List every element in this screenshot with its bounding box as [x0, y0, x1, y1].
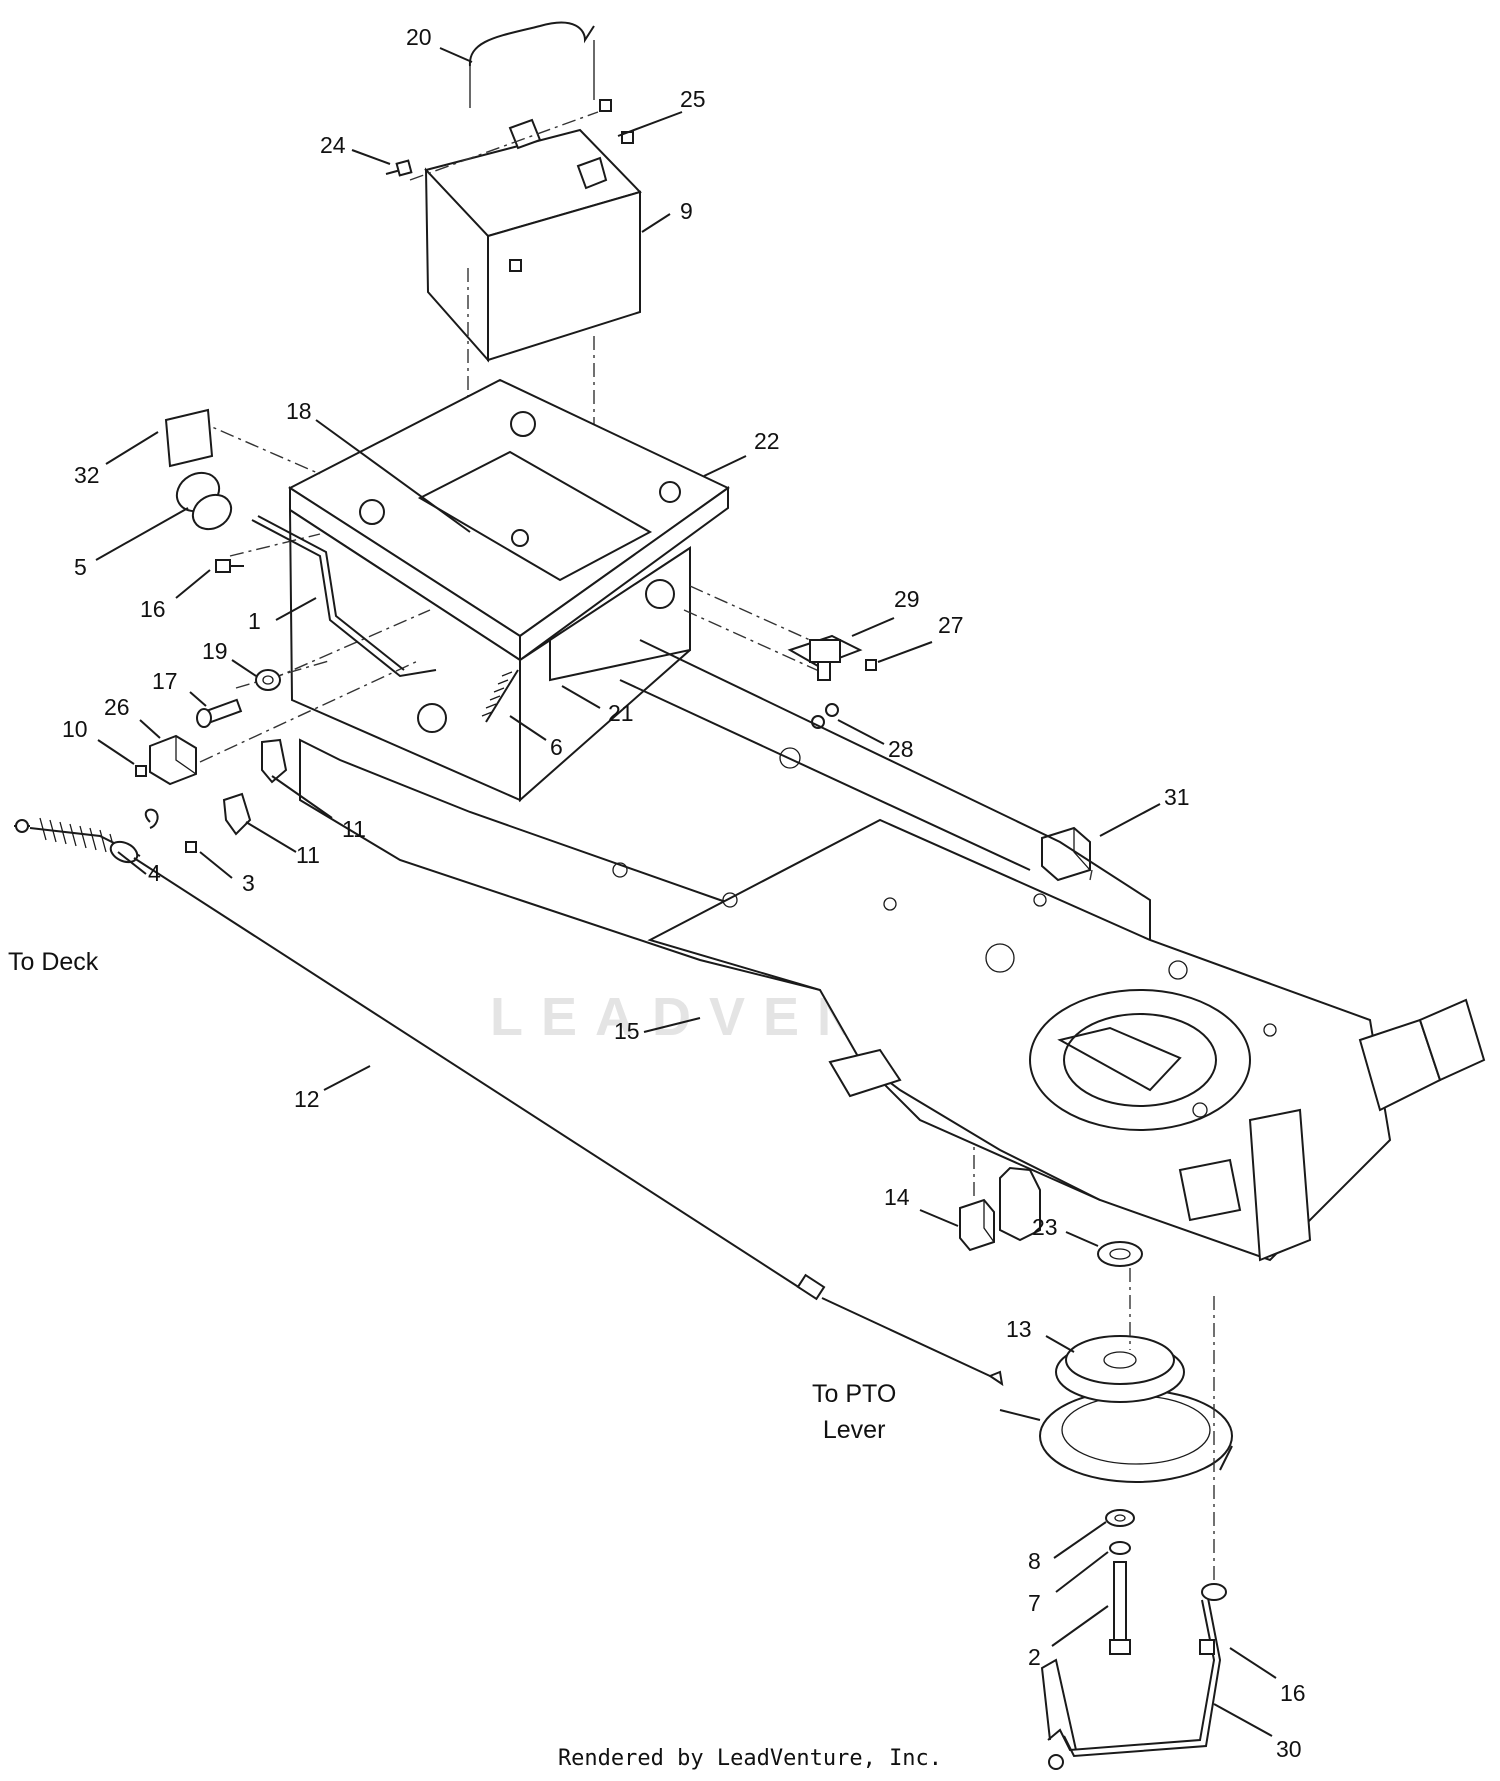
callout-15: 15 — [614, 1018, 640, 1044]
leader-lines — [95, 47, 1277, 1737]
switch-bracket — [149, 734, 197, 786]
callout-2: 2 — [1028, 1644, 1041, 1670]
callout-3: 3 — [242, 870, 255, 896]
callout-13: 13 — [1006, 1316, 1032, 1342]
callout-31: 31 — [1164, 784, 1190, 810]
callout-20: 20 — [406, 24, 432, 50]
battery-hold-down — [468, 21, 595, 67]
callout-5: 5 — [74, 554, 87, 580]
shoulder-bolt — [196, 698, 243, 728]
callout-27: 27 — [938, 612, 964, 638]
callout-18: 18 — [286, 398, 312, 424]
callout-22: 22 — [754, 428, 780, 454]
pivot-bracket — [222, 738, 288, 836]
battery-screw — [385, 99, 634, 272]
callout-7: 7 — [1028, 1590, 1041, 1616]
note-to-deck: To Deck — [8, 948, 99, 976]
screw-3 — [185, 841, 197, 853]
callout-16-lower: 16 — [1280, 1680, 1306, 1706]
screw-10 — [135, 765, 147, 777]
relay-31 — [1041, 826, 1091, 882]
footer-credit: Rendered by LeadVenture, Inc. — [557, 1746, 943, 1771]
callout-24: 24 — [320, 132, 346, 158]
bolt-upper — [215, 559, 244, 573]
callout-4: 4 — [148, 860, 161, 886]
pto-cable — [14, 817, 1004, 1387]
battery-tray — [288, 378, 730, 662]
callout-23: 23 — [1032, 1214, 1058, 1240]
callout-11-lower: 11 — [296, 842, 320, 868]
idler-arm-rod — [1040, 1583, 1227, 1770]
callout-32: 32 — [74, 462, 100, 488]
callout-21: 21 — [608, 700, 634, 726]
callout-11-upper: 11 — [342, 816, 366, 842]
cotter-pin — [144, 808, 159, 829]
callout-10: 10 — [62, 716, 88, 742]
callout-25: 25 — [680, 86, 706, 112]
pulley-assembly — [999, 1241, 1233, 1655]
callout-29: 29 — [894, 586, 920, 612]
callout-14: 14 — [884, 1184, 910, 1210]
callout-8: 8 — [1028, 1548, 1041, 1574]
note-to-pto-line1: To PTO — [812, 1380, 897, 1408]
lever-knob — [175, 471, 233, 531]
callout-30: 30 — [1276, 1736, 1302, 1762]
callout-19: 19 — [202, 638, 228, 664]
solenoid — [787, 634, 877, 729]
callout-6: 6 — [550, 734, 563, 760]
spacer — [255, 669, 281, 691]
note-to-pto-line2: Lever — [822, 1416, 886, 1445]
note-to-pto-lever: To PTO Lever — [812, 1376, 896, 1449]
lever-rod — [251, 519, 437, 678]
seat-switch-14 — [959, 1198, 995, 1252]
callout-28: 28 — [888, 736, 914, 762]
spring — [481, 669, 519, 723]
callout-16-upper: 16 — [140, 596, 166, 622]
decal — [164, 408, 214, 468]
main-frame — [299, 639, 1486, 1262]
callout-12: 12 — [294, 1086, 320, 1112]
callout-26: 26 — [104, 694, 130, 720]
callout-9: 9 — [680, 198, 693, 224]
battery — [424, 118, 642, 363]
callout-17: 17 — [152, 668, 178, 694]
callout-1: 1 — [248, 608, 261, 634]
